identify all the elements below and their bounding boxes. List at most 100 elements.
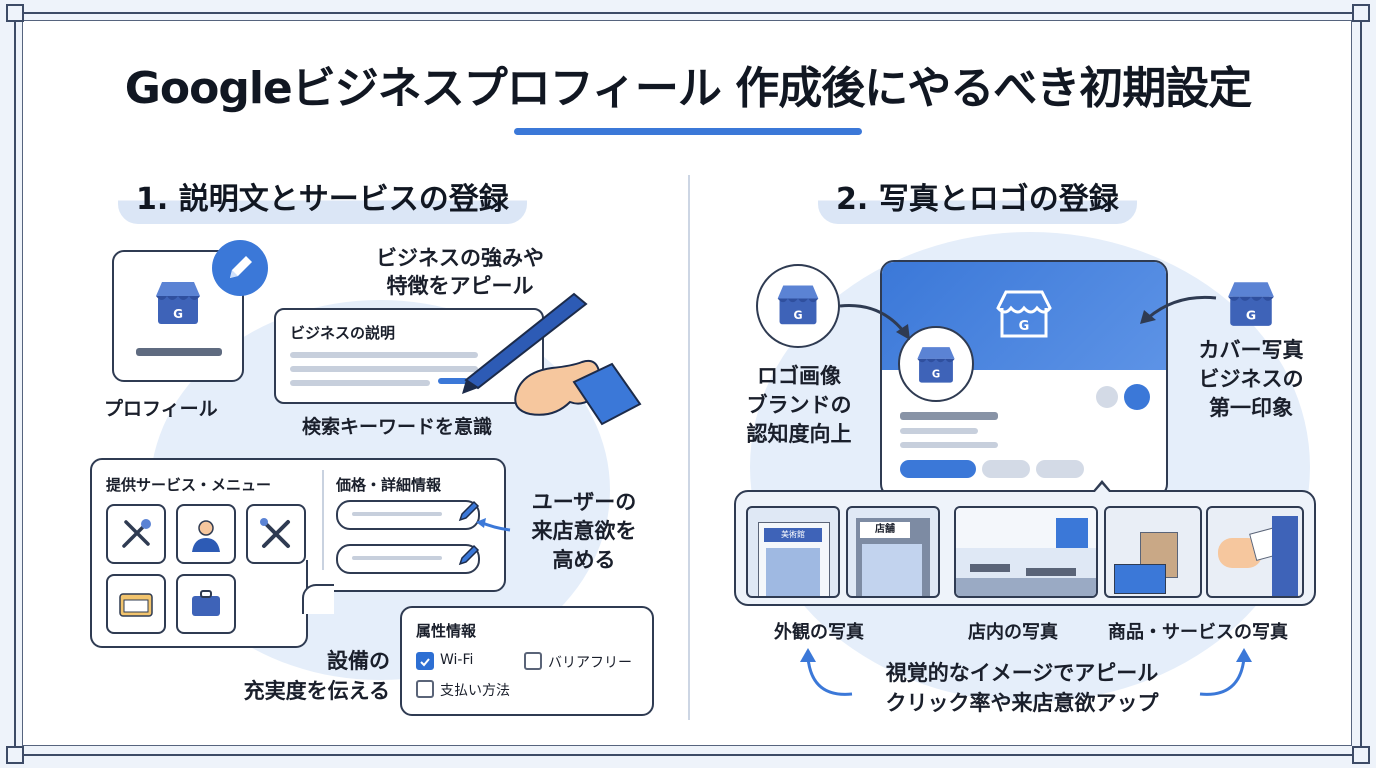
cover-line2: ビジネスの [1198, 367, 1304, 391]
corner-ornament [6, 746, 24, 764]
price-field[interactable] [336, 544, 480, 574]
floor [956, 578, 1096, 596]
user-line2: 来店意欲を [531, 519, 637, 543]
interior-label: 店内の写真 [968, 622, 1058, 643]
action-button[interactable] [1036, 460, 1084, 478]
briefcase-icon [192, 590, 220, 616]
appeal-line1: ビジネスの強みや [376, 246, 544, 270]
page-title: Googleビジネスプロフィール 作成後にやるべき初期設定 [124, 63, 1252, 114]
svg-text:G: G [1019, 319, 1030, 334]
photo-exterior-1[interactable]: 美術館 [746, 506, 840, 598]
section1-title: 1. 説明文とサービスの登録 [118, 172, 527, 224]
corner-ornament [1352, 746, 1370, 764]
facility-label: 設備の 充実度を伝える [214, 646, 390, 706]
cover-line1: カバー写真 [1198, 338, 1304, 362]
appeal-label: ビジネスの強みや 特徴をアピール [340, 244, 580, 300]
cover-line3: 第一印象 [1209, 396, 1293, 420]
store-icon: G [156, 282, 200, 324]
service-tile-restaurant [106, 504, 166, 564]
footer-line1: 視覚的なイメージでアピール [885, 661, 1159, 685]
photo-product-2[interactable] [1206, 506, 1304, 598]
profile-label: プロフィール [104, 398, 218, 420]
profile-name-bar [136, 348, 222, 356]
section2-title: 2. 写真とロゴの登録 [818, 172, 1137, 224]
attribute-label-wifi: Wi-Fi [440, 652, 474, 668]
outer-border [14, 12, 1362, 756]
building-sign: 美術館 [764, 528, 822, 542]
photo-product-1[interactable] [1104, 506, 1202, 598]
pencil-icon [212, 240, 268, 296]
product-label: 商品・サービスの写真 [1108, 622, 1288, 643]
attributes-title: 属性情報 [416, 622, 477, 640]
attributes-card: 属性情報 Wi-Fi バリアフリー 支払い方法 [400, 606, 654, 716]
pencil-icon[interactable] [454, 540, 484, 570]
arrow-icon [1199, 648, 1252, 696]
svg-text:G: G [932, 370, 940, 381]
service-tile-payment [106, 574, 166, 634]
logo-line1: ロゴ画像 [757, 364, 841, 388]
user-line1: ユーザーの [531, 490, 637, 514]
arrow-icon [800, 648, 853, 696]
arrow-icon [1140, 295, 1217, 324]
price-title: 価格・詳細情報 [336, 476, 442, 494]
logo-image-icon: G [756, 264, 840, 348]
tools-icon [260, 518, 290, 548]
shop-window [862, 544, 922, 596]
table [970, 564, 1010, 572]
svg-text:G: G [173, 307, 183, 321]
text-line [290, 352, 478, 358]
pointer-inner [1094, 484, 1110, 493]
text-cursor-line [438, 378, 468, 384]
person-icon [192, 520, 220, 552]
section-divider [688, 175, 690, 720]
interior-window [1056, 518, 1088, 548]
arrow-icon [476, 518, 511, 532]
user-line3: 高める [552, 548, 616, 572]
exterior-label: 外観の写真 [774, 622, 864, 643]
visual-appeal-label: 視覚的なイメージでアピール クリック率や来店意欲アップ [846, 658, 1198, 718]
checkbox-barrier-free[interactable] [524, 652, 542, 670]
card-icon [119, 593, 153, 617]
description-card-title: ビジネスの説明 [290, 324, 396, 342]
pencil-icon[interactable] [454, 496, 484, 526]
card-divider [322, 470, 324, 570]
store-icon: G [1228, 282, 1274, 326]
logo-line2: ブランドの [746, 393, 852, 417]
appeal-line2: 特徴をアピール [386, 274, 534, 298]
facility-line2: 充実度を伝える [243, 679, 390, 703]
text-line [900, 428, 978, 434]
dot-icon [1124, 384, 1150, 410]
checkbox-payment[interactable] [416, 680, 434, 698]
photo-interior[interactable] [954, 506, 1098, 598]
cover-label: カバー写真 ビジネスの 第一印象 [1176, 336, 1326, 423]
logo-circle: G [898, 326, 974, 402]
photo-exterior-2[interactable]: 店舗 [846, 506, 940, 598]
store-icon: G [777, 285, 819, 325]
corner-ornament [1352, 4, 1370, 22]
user-motivation-label: ユーザーの 来店意欲を 高める [520, 488, 648, 575]
attribute-label-barrier-free: バリアフリー [548, 655, 632, 671]
pen-hand-icon [462, 292, 642, 426]
checkmark-icon [420, 658, 430, 667]
building-door [766, 548, 820, 596]
checkbox-wifi[interactable] [416, 652, 434, 670]
title-underline [514, 128, 862, 135]
action-button[interactable] [900, 460, 976, 478]
price-field[interactable] [336, 500, 480, 530]
dot-icon [1096, 386, 1118, 408]
svg-text:G: G [793, 309, 802, 322]
service-tile-repair [246, 504, 306, 564]
services-title: 提供サービス・メニュー [106, 476, 272, 494]
logo-line3: 認知度向上 [746, 422, 852, 446]
card-corner [302, 584, 334, 614]
shop-sign: 店舗 [860, 522, 910, 538]
product-box [1114, 564, 1166, 594]
table [1026, 568, 1076, 576]
svg-text:G: G [1246, 308, 1256, 323]
store-icon: G [917, 347, 955, 383]
keyword-label: 検索キーワードを意識 [302, 416, 493, 438]
action-button[interactable] [982, 460, 1030, 478]
corner-ornament [6, 4, 24, 22]
facility-line1: 設備の [327, 649, 390, 673]
utensils-icon [122, 519, 151, 548]
